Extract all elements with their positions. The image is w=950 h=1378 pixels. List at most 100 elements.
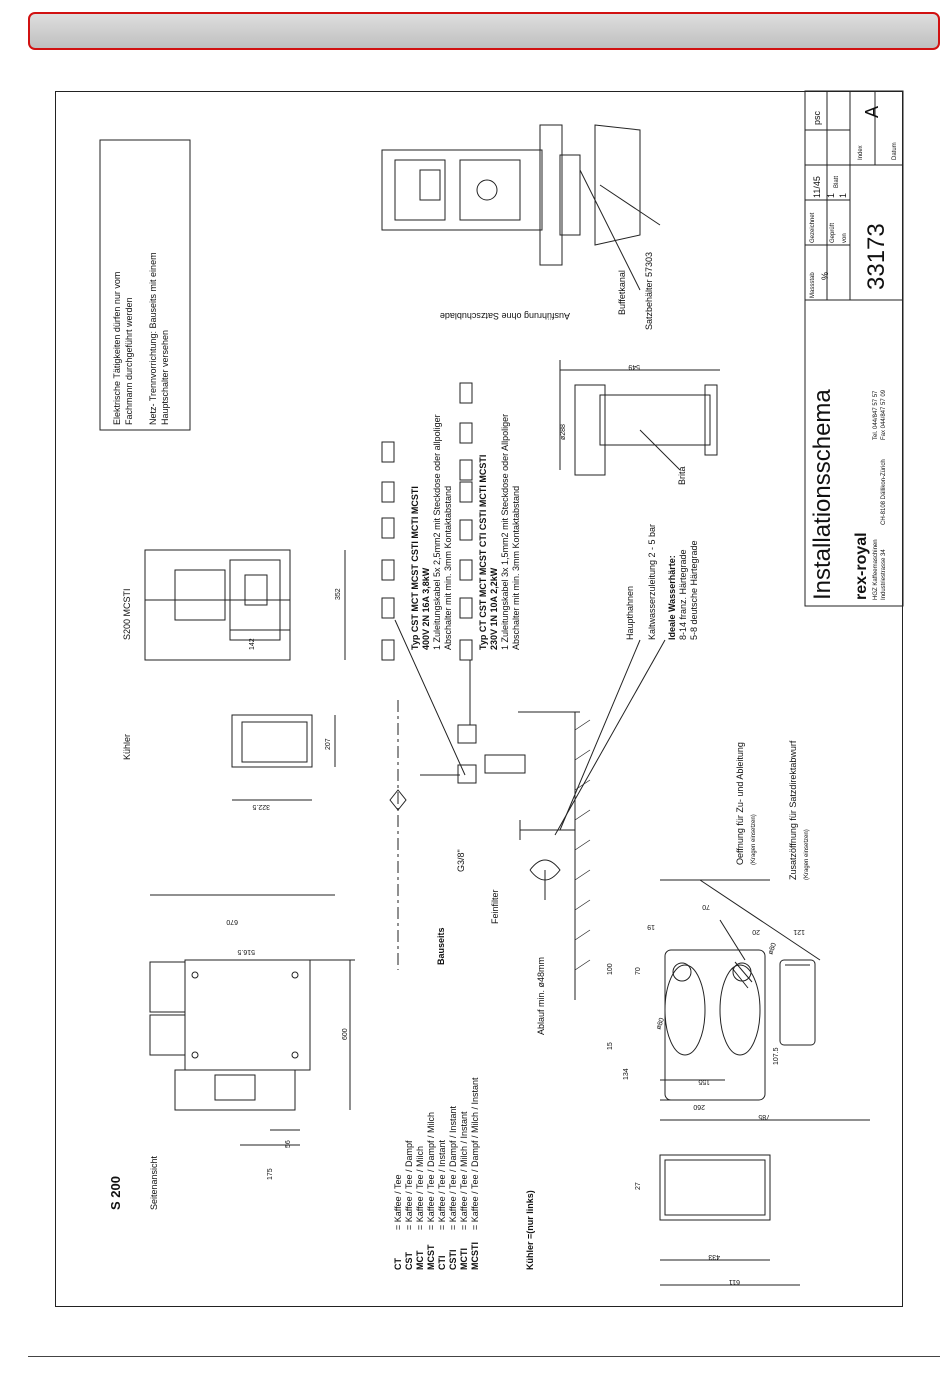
dim-288: ø288 [560, 424, 567, 440]
svg-text:CTI: CTI [437, 1256, 447, 1271]
notice-line1: Elektrische Tätigkeiten dürfen nur vom [112, 272, 122, 425]
title-text: Installationsschema [809, 389, 836, 600]
without-drawer-label: Ausführung ohne Satzschublade [440, 311, 570, 321]
svg-text:MCST: MCST [426, 1244, 436, 1270]
dim-15: 15 [607, 1042, 614, 1050]
legend-item: CSTI = Kaffee / Tee / Dampf / Instant [448, 1106, 458, 1270]
dim-155: 155 [698, 1078, 710, 1085]
company-city: CH-8108 Dällikon-Zürich [881, 459, 887, 525]
brita-filter [559, 360, 720, 476]
kragen-label-2: (Kragen einsetzen) [804, 829, 810, 880]
dim-549: 549 [628, 363, 640, 370]
dim-70a: 70 [635, 967, 642, 975]
company-name: HGZ Kaffeemaschinen [873, 539, 879, 600]
legend-item: MCSTI = Kaffee / Tee / Dampf / Milch / I… [470, 1077, 480, 1270]
dim-1075: 107.5 [773, 1047, 780, 1065]
ideale-label: Ideale Wasserhärte: [667, 555, 677, 640]
bottom-view [659, 1154, 800, 1286]
svg-text:CT: CT [393, 1258, 403, 1270]
power2-header: Typ CT CST MCT MCST CTI CSTI MCTI MCSTI [478, 455, 488, 650]
power1-cable: 1 Zuleitungskabel 5x 2,5mm2 mit Steckdos… [432, 414, 442, 650]
ablauf-label: Ablauf min. ø48mm [536, 957, 546, 1035]
gezeichnet-by: psc [812, 110, 822, 125]
dim-134: 134 [623, 1068, 630, 1080]
cooler-view [231, 714, 336, 801]
gezeichnet-date: 11/45 [812, 176, 822, 198]
power2-spec: 230V 1N 10A 2,2kW [489, 567, 499, 650]
s200-mcsti-label: S200 MCSTI [122, 588, 132, 640]
blatt-value: 1 [826, 193, 836, 198]
geprueft-label: Geprüft [830, 223, 836, 243]
dim-121: 121 [793, 928, 805, 935]
g38-label: G3/8" [456, 849, 466, 872]
legend-item: MCT = Kaffee / Tee / Milch [415, 1146, 425, 1270]
svg-text:= Kaffee / Tee / Dampf: = Kaffee / Tee / Dampf [404, 1140, 414, 1230]
power2-switch: Abschalter mit min. 3mm Kontaktabstand [511, 486, 521, 650]
dim-142: 142 [249, 638, 256, 650]
massstab-value: % [820, 272, 830, 280]
svg-text:MCTI: MCTI [459, 1248, 469, 1270]
dim-611: 611 [729, 1278, 740, 1285]
brita-label: Brita [677, 466, 687, 485]
header-bar [28, 12, 940, 50]
notice-line4: Hauptschalter versehen [160, 330, 170, 425]
company-tel: Tel. 044/847 57 57 [873, 390, 879, 440]
buffet-channel-label: Buffetkanal [617, 270, 627, 315]
svg-text:MCT: MCT [415, 1250, 425, 1270]
power2-cable: 1 Zuleitungskabel 3x 1,5mm2 mit Steckdos… [500, 414, 510, 650]
datum-label: Datum [892, 142, 898, 160]
dim-70b: 70 [702, 903, 710, 910]
legend-item: CST = Kaffee / Tee / Dampf [404, 1140, 414, 1270]
massstab-label: Massstab [810, 272, 816, 298]
power1-switch: Abschalter mit min. 3mm Kontaktabstand [443, 486, 453, 650]
dim-600: 600 [342, 1028, 349, 1040]
power1-header: Typ CST MCT MCST CSTI MCTI MCSTI [410, 486, 420, 650]
zusatz-label: Zusatzöffnung für Satzdirektabwurf [788, 740, 798, 880]
svg-text:= Kaffee / Tee / Milch: = Kaffee / Tee / Milch [415, 1146, 425, 1230]
legend: CT = Kaffee / Tee CST = Kaffee / Tee / D… [393, 1077, 535, 1270]
svg-text:= Kaffee / Tee / Milch / Insta: = Kaffee / Tee / Milch / Instant [459, 1111, 469, 1230]
plan-view [660, 879, 870, 1121]
s200-mcsti-view [144, 549, 346, 661]
bauseits-label: Bauseits [436, 927, 446, 965]
kaltwasser-label: Kaltwasserzuleitung 2 - 5 bar [647, 524, 657, 640]
doc-number: 33173 [863, 223, 890, 290]
dim-785: 785 [758, 1113, 770, 1120]
dim-175: 175 [267, 1168, 274, 1180]
drawing-frame [55, 91, 903, 1307]
company-street: Industriestrasse 34 [881, 549, 887, 600]
kragen-label-1: (Kragen einsetzen) [751, 814, 757, 865]
legend-item: CTI = Kaffee / Tee / Instant [437, 1140, 447, 1270]
index-value: A [862, 106, 882, 118]
legend-item: MCST = Kaffee / Tee / Dampf / Milch [426, 1112, 436, 1270]
dim-3225: 322.5 [252, 803, 270, 810]
dim-56: 56 [285, 1140, 292, 1148]
legend-item: CT = Kaffee / Tee [393, 1175, 403, 1270]
legend-item: MCTI = Kaffee / Tee / Milch / Instant [459, 1111, 469, 1270]
brand-logo: rex-royal [853, 532, 870, 600]
notice-line2: Fachmann durchgeführt werden [124, 297, 134, 425]
dim-352: 352 [335, 588, 342, 600]
haerte1-label: 8-14 franz. Härtegrade [678, 549, 688, 640]
dim-516: 516.5 [237, 948, 255, 955]
side-title: S 200 [108, 1176, 123, 1210]
dim-19: 19 [647, 923, 655, 930]
notice-box [99, 139, 191, 431]
dim-100: 100 [607, 963, 614, 975]
power-block-2-boxes [459, 382, 473, 661]
oeffnung-label: Oeffnung für Zu- und Ableitung [735, 742, 745, 865]
company-fax: Fax 044/847 57 09 [881, 389, 887, 440]
dim-80a: ø80 [655, 1017, 666, 1031]
index-label: Index [858, 145, 864, 160]
von-value: 1 [838, 193, 848, 198]
dim-207: 207 [325, 738, 332, 750]
container-label: Satzbehälter 57303 [644, 252, 654, 330]
svg-text:= Kaffee / Tee / Dampf / Milch: = Kaffee / Tee / Dampf / Milch [426, 1112, 436, 1230]
cooler-label: Kühler [122, 734, 132, 760]
side-view [149, 894, 355, 1146]
haupthahnen-label: Haupthahnen [625, 586, 635, 640]
feinfilter-label: Feinfilter [490, 889, 500, 924]
notice-line3: Netz- Trennvorrichtung: Bauseits mit ein… [148, 252, 158, 425]
power1-spec: 400V 2N 16A 3,8kW [421, 567, 431, 650]
